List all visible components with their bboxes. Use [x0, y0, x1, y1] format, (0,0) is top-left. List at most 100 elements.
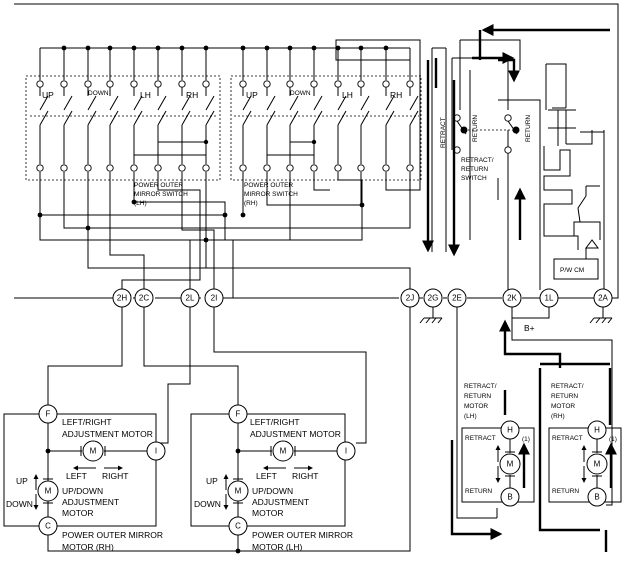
- mirror-rh-up-label: UP: [16, 476, 28, 486]
- svg-text:H: H: [507, 426, 513, 435]
- rr-motor-rh-retract: RETRACT: [552, 435, 583, 442]
- svg-text:M: M: [594, 460, 601, 469]
- mirror-rh-ud-title: UP/DOWN ADJUSTMENT MOTOR: [62, 486, 121, 518]
- mirror-rh-terminal-f: F: [38, 404, 58, 424]
- rr-motor-rh-terminal-h: H: [587, 420, 607, 440]
- switch-lh-rh-label: RH: [186, 90, 198, 100]
- mirror-rh-lr-motor: M: [80, 440, 106, 462]
- mirror-lh-ud-motor: M: [227, 478, 249, 504]
- mirror-motor-lh: F I C M M LEFT/RIGHT ADJUSTMENT MOTOR LE…: [190, 404, 356, 552]
- svg-text:H: H: [594, 426, 600, 435]
- svg-text:B: B: [594, 493, 599, 502]
- switch-lh-down-label: DOWN: [88, 90, 109, 97]
- svg-text:2H: 2H: [117, 294, 127, 303]
- connector-2i: 2I: [204, 288, 224, 308]
- mirror-switch-lh: UP DOWN LH RH POWER OUTER MIRROR SWITCH …: [25, 47, 225, 207]
- switch-rh-contacts: [234, 80, 419, 172]
- svg-text:1L: 1L: [545, 294, 554, 303]
- rr-motor-rh-title: RETRACT/ RETURN MOTOR (RH): [551, 383, 585, 420]
- mirror-rh-lr-title: LEFT/RIGHT ADJUSTMENT MOTOR: [62, 417, 153, 439]
- mirror-lh-terminal-c: C: [228, 516, 248, 536]
- connector-2h: 2H: [112, 288, 132, 308]
- svg-text:M: M: [507, 460, 514, 469]
- svg-text:I: I: [155, 447, 157, 456]
- mirror-rh-down-label: DOWN: [6, 499, 33, 509]
- rr-motor-lh-motor: M: [499, 451, 521, 477]
- mirror-rh-left-label: LEFT: [66, 471, 87, 481]
- switch-rh-box: [230, 75, 422, 181]
- svg-text:C: C: [45, 522, 51, 531]
- switch-rh-title: POWER OUTER MIRROR SWITCH (RH): [244, 182, 300, 207]
- mirror-rh-terminal-c: C: [38, 516, 58, 536]
- mirror-lh-ud-title: UP/DOWN ADJUSTMENT MOTOR: [252, 486, 311, 518]
- mirror-motor-rh: F I C M M LEFT/RIGHT ADJUSTMENT MOTOR LE…: [3, 404, 166, 552]
- connector-2e: 2E: [447, 288, 467, 308]
- svg-text:F: F: [236, 410, 241, 419]
- pwcm-circuit: P/W CM: [543, 63, 605, 298]
- connector-2j: 2J: [400, 288, 420, 308]
- rr-motor-lh-terminal-h: H: [500, 420, 520, 440]
- mirror-lh-down-label: DOWN: [194, 499, 221, 509]
- switch-rh-rh-label: RH: [390, 90, 402, 100]
- switch-lh-title: POWER OUTER MIRROR SWITCH (LH): [134, 182, 190, 207]
- svg-text:M: M: [280, 447, 287, 456]
- mirror-rh-ud-motor: M: [37, 478, 59, 504]
- rr-motor-rh-motor: M: [586, 451, 608, 477]
- retract-switch-title: RETRACT/ RETURN SWITCH: [461, 157, 495, 182]
- svg-text:M: M: [45, 487, 52, 496]
- switch-rh-down-label: DOWN: [290, 90, 311, 97]
- switch-lh-lh-label: LH: [140, 90, 151, 100]
- retract-motor-rh: RETRACT/ RETURN MOTOR (RH) H B M RETRACT…: [538, 368, 622, 552]
- svg-text:2G: 2G: [428, 294, 439, 303]
- rr-motor-rh-note: (1): [609, 436, 617, 443]
- mirror-lh-right-label: RIGHT: [292, 471, 318, 481]
- switch-lh-up-label: UP: [42, 90, 54, 100]
- svg-text:2K: 2K: [507, 294, 517, 303]
- mirror-rh-terminal-i: I: [146, 441, 166, 461]
- pwcm-label: P/W CM: [560, 267, 584, 274]
- retract-return-switch: RETRACT RETURN RETURN RETRACT/ RETURN SW…: [431, 39, 541, 290]
- module-outline: [14, 3, 619, 299]
- retract-switch-return-label-2: RETURN: [525, 115, 532, 142]
- retract-motor-lh: RETRACT/ RETURN MOTOR (LH) H B M RETRACT…: [450, 352, 610, 540]
- mirror-rh-title: POWER OUTER MIRROR MOTOR (RH): [62, 530, 165, 552]
- svg-text:2A: 2A: [598, 294, 608, 303]
- retract-switch-return-label-1: RETURN: [472, 115, 479, 142]
- connector-1l: 1L: [539, 288, 559, 308]
- rr-motor-rh-terminal-b: B: [587, 487, 607, 507]
- switch-rh-up-label: UP: [246, 90, 258, 100]
- rr-motor-rh-return: RETURN: [552, 488, 579, 495]
- svg-text:I: I: [345, 447, 347, 456]
- connector-2c: 2C: [134, 288, 154, 308]
- mirror-lh-lr-title: LEFT/RIGHT ADJUSTMENT MOTOR: [250, 417, 341, 439]
- connector-2g: 2G: [423, 288, 443, 308]
- svg-text:M: M: [90, 447, 97, 456]
- mirror-lh-terminal-i: I: [336, 441, 356, 461]
- svg-text:C: C: [235, 522, 241, 531]
- mirror-rh-right-label: RIGHT: [102, 471, 128, 481]
- svg-text:2J: 2J: [406, 294, 414, 303]
- mirror-lh-terminal-f: F: [228, 404, 248, 424]
- rr-motor-lh-terminal-b: B: [500, 487, 520, 507]
- bplus-label: B+: [524, 323, 535, 333]
- mirror-lh-up-label: UP: [206, 476, 218, 486]
- rr-motor-lh-retract: RETRACT: [465, 435, 496, 442]
- rr-motor-lh-return: RETURN: [465, 488, 492, 495]
- svg-text:B: B: [507, 493, 512, 502]
- switch-lh-contacts: [30, 80, 218, 172]
- svg-text:M: M: [235, 487, 242, 496]
- svg-text:2E: 2E: [452, 294, 462, 303]
- rr-motor-lh-note: (1): [522, 436, 530, 443]
- connector-2a: 2A: [593, 288, 613, 308]
- top-bus-junctions: [61, 45, 389, 51]
- ground-symbols: [419, 307, 613, 324]
- connector-2k: 2K: [502, 288, 522, 308]
- connector-2l: 2L: [180, 288, 200, 308]
- current-flow-arrows: [422, 24, 610, 257]
- svg-text:2L: 2L: [186, 294, 195, 303]
- mirror-switch-rh: UP DOWN LH RH POWER OUTER MIRROR SWITCH …: [225, 47, 422, 207]
- mirror-lh-title: POWER OUTER MIRROR MOTOR (LH): [252, 530, 355, 552]
- mirror-lh-left-label: LEFT: [256, 471, 277, 481]
- switch-lh-box: [25, 75, 221, 181]
